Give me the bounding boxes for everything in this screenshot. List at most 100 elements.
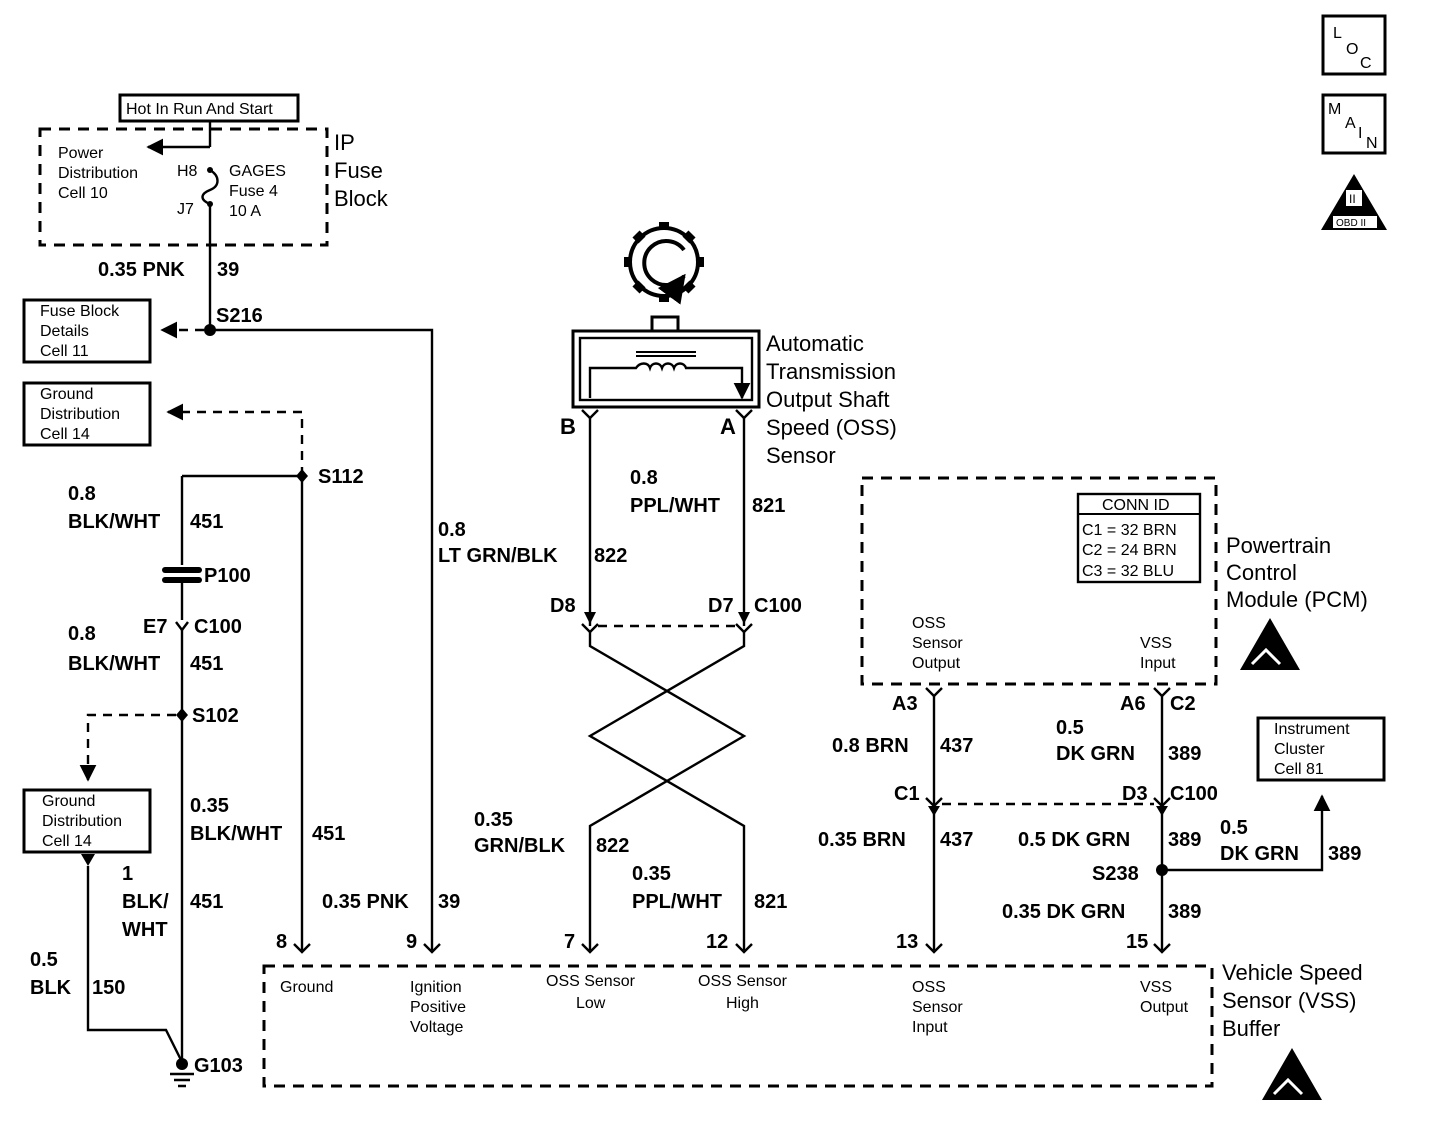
twist-left-size: 0.35 <box>474 809 513 831</box>
oss-out-3: Output <box>912 655 961 672</box>
ip-fuse-block-label-3: Block <box>334 186 389 211</box>
pin-12-label: 12 <box>706 931 728 953</box>
power-dist-2: Distribution <box>58 165 138 182</box>
fuse-details-2: Details <box>40 323 89 340</box>
ground-top-1: Ground <box>40 386 93 403</box>
pin-h8: H8 <box>177 163 198 180</box>
oss-title-3: Output Shaft <box>766 387 890 412</box>
pin-e7-label: E7 <box>143 616 167 638</box>
vss-oss-in-2: Sensor <box>912 999 963 1016</box>
pin-a3-label: A3 <box>892 693 918 715</box>
c100-left-label: C100 <box>194 616 242 638</box>
vss-out-1: VSS <box>1140 979 1172 996</box>
pin-a-terminal <box>735 409 753 420</box>
vss-oss-low-2: Low <box>576 995 606 1012</box>
fuse-block-details-box[interactable] <box>22 298 152 364</box>
obd-label: OBD II <box>1336 218 1366 229</box>
dkgrn-lower-label: 0.5 DK GRN <box>1018 829 1130 851</box>
wire-a-size: 0.8 <box>68 483 96 505</box>
wire-e-size: 0.5 <box>30 949 58 971</box>
splice-s112-label: S112 <box>318 466 364 488</box>
ground-icon <box>170 1072 194 1088</box>
ic-wire-color: DK GRN <box>1220 843 1299 865</box>
twisted-pair-wire-822 <box>588 632 747 950</box>
pin-15-label: 15 <box>1126 931 1148 953</box>
dkgrn-bottom-circuit: 389 <box>1168 901 1201 923</box>
main-a: A <box>1345 115 1356 132</box>
wire-d-color-2: WHT <box>122 919 168 941</box>
loc-l: L <box>1333 25 1342 42</box>
splice-s102-label: S102 <box>192 705 239 727</box>
ign-wire-size: 0.8 <box>438 519 466 541</box>
oss-out-1: OSS <box>912 615 946 632</box>
vss-ground: Ground <box>280 979 333 996</box>
conn-row-c1: C1 = 32 BRN <box>1082 522 1177 539</box>
dkgrn-lower-circuit: 389 <box>1168 829 1201 851</box>
power-dist-1: Power <box>58 145 104 162</box>
oss-title-4: Speed (OSS) <box>766 415 897 440</box>
pin-j7: J7 <box>177 201 194 218</box>
vss-ign-1: Ignition <box>410 979 462 996</box>
vss-in-1: VSS <box>1140 635 1172 652</box>
conn-row-c3: C3 = 32 BLU <box>1082 563 1174 580</box>
pin-b-label: B <box>560 414 576 439</box>
pin-a-label: A <box>720 414 736 439</box>
ground-distribution-top-box[interactable] <box>22 381 152 447</box>
conn-id-table: CONN ID C1 = 32 BRN C2 = 24 BRN C3 = 32 … <box>1076 492 1202 584</box>
brn-upper-label: 0.8 BRN <box>832 735 909 757</box>
wire-b-size: 0.8 <box>68 623 96 645</box>
pcm-box <box>860 476 1218 686</box>
ground-top-2: Distribution <box>40 406 120 423</box>
wire-a-circuit: 451 <box>190 511 223 533</box>
loc-o: O <box>1346 41 1358 58</box>
conn-id-title: CONN ID <box>1102 497 1170 514</box>
pcm-title-1: Powertrain <box>1226 533 1331 558</box>
pin-d3-label: D3 <box>1122 783 1148 805</box>
fuse-symbol <box>201 167 219 207</box>
wire-b-circuit: 451 <box>190 653 223 675</box>
oss-title-1: Automatic <box>766 331 864 356</box>
pin-8-terminal <box>293 943 311 954</box>
hot-in-run-label: Hot In Run And Start <box>126 101 273 118</box>
pin-b-terminal <box>581 409 599 420</box>
obd-ii-icon: II OBD II <box>1321 174 1387 230</box>
reluctor-wheel-icon <box>624 222 704 333</box>
dkgrn-circuit: 389 <box>1168 743 1201 765</box>
oss-title-2: Transmission <box>766 359 896 384</box>
power-dist-3: Cell 10 <box>58 185 108 202</box>
ic-1: Instrument <box>1274 721 1350 738</box>
pin-13-label: 13 <box>896 931 918 953</box>
wire-a-color: BLK/WHT <box>68 511 160 533</box>
instrument-cluster-box[interactable] <box>1256 716 1386 782</box>
obd-ii-text: II <box>1349 192 1356 206</box>
twist-right-circuit: 821 <box>754 891 787 913</box>
splice-s102 <box>176 708 188 722</box>
vss-buffer-box <box>262 964 1214 1088</box>
vss-out-2: Output <box>1140 999 1189 1016</box>
p100-label: P100 <box>204 565 251 587</box>
wire-e-circuit: 150 <box>92 977 125 999</box>
fuse-3: 10 A <box>229 203 261 220</box>
vss-ign-3: Voltage <box>410 1019 463 1036</box>
vss-title-2: Sensor (VSS) <box>1222 988 1357 1013</box>
vss-title-3: Buffer <box>1222 1016 1280 1041</box>
wire-d-color-1: BLK/ <box>122 891 169 913</box>
ic-wire-size: 0.5 <box>1220 817 1248 839</box>
c100-mid-label: C100 <box>754 595 802 617</box>
ign-lower-label: 0.35 PNK <box>322 891 409 913</box>
pin-c1-label: C1 <box>894 783 920 805</box>
ground-distribution-left-box[interactable] <box>22 788 152 854</box>
pin-a6-terminal <box>1153 687 1171 698</box>
pin-d8-label: D8 <box>550 595 576 617</box>
fuse-2: Fuse 4 <box>229 183 278 200</box>
vss-ign-2: Positive <box>410 999 466 1016</box>
oss-wire-a-circuit: 821 <box>752 495 785 517</box>
twist-right-size: 0.35 <box>632 863 671 885</box>
ic-3: Cell 81 <box>1274 761 1324 778</box>
vss-in-2: Input <box>1140 655 1176 672</box>
pin-9-label: 9 <box>406 931 417 953</box>
pin-d7-label: D7 <box>708 595 734 617</box>
esd-icon-vss <box>1262 1048 1322 1100</box>
e7-terminal <box>175 621 189 632</box>
